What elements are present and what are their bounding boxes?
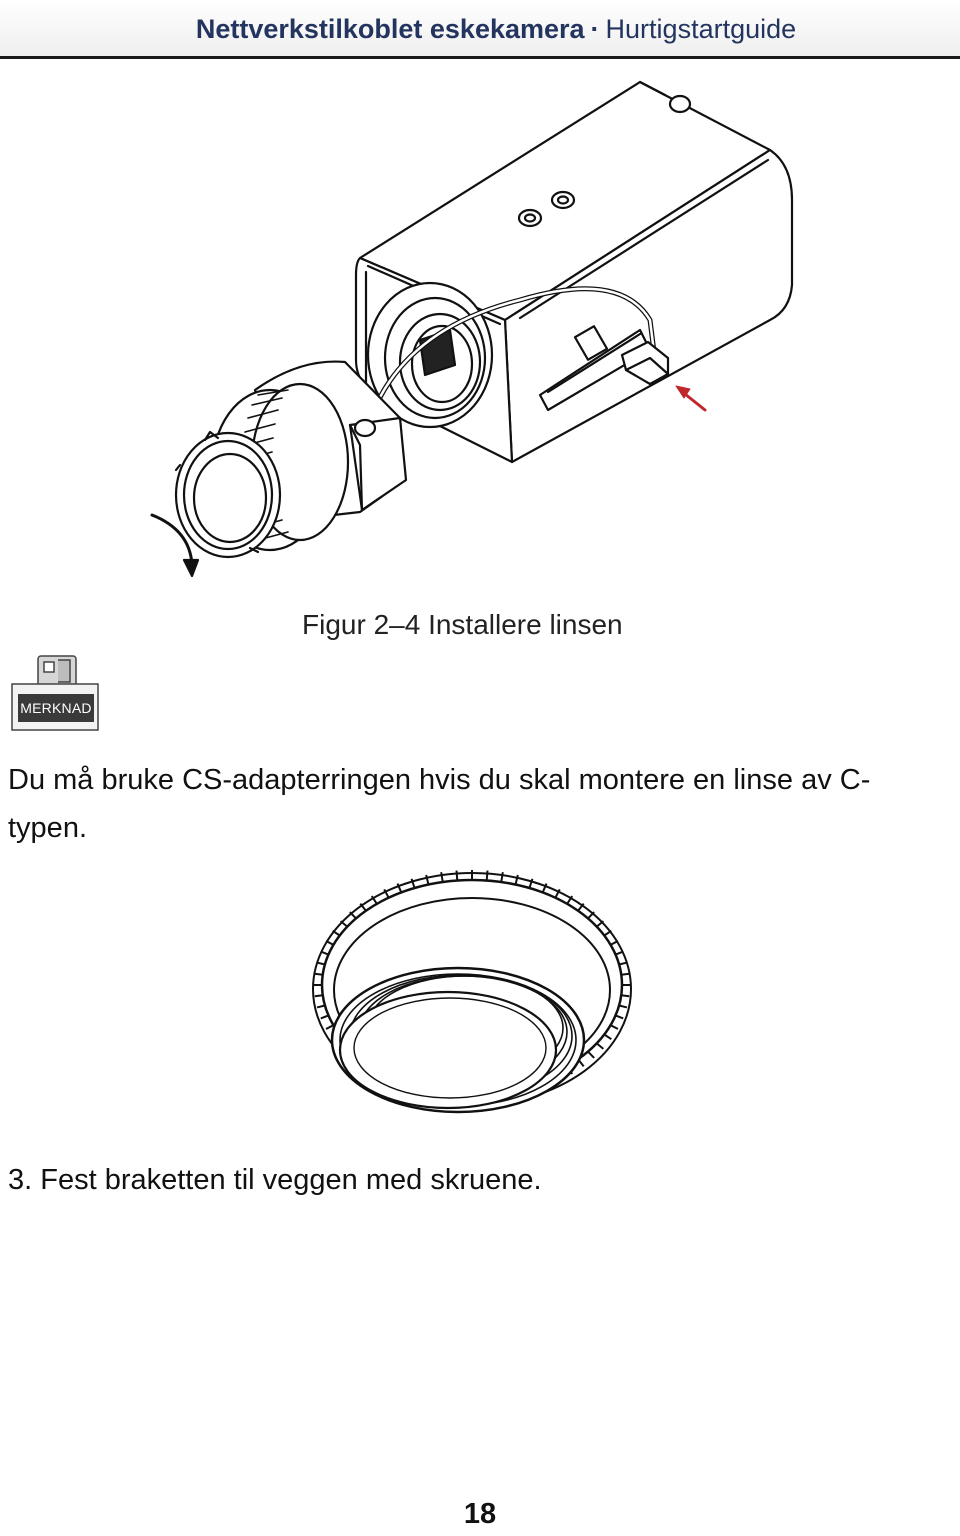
ring-tooth <box>618 961 628 966</box>
ring-tooth <box>325 1024 334 1030</box>
ring-tooth <box>485 870 489 881</box>
ring-tooth <box>603 1033 612 1041</box>
ring-tooth <box>410 878 416 889</box>
ring-tooth <box>359 903 367 912</box>
ring-tooth <box>396 883 403 893</box>
ring-tooth <box>621 994 630 998</box>
ring-tooth <box>618 1004 628 1009</box>
ring-tooth <box>440 872 444 883</box>
header-title-main: Nettverkstilkoblet eskekamera <box>195 14 585 44</box>
ring-tooth <box>577 903 585 912</box>
ring-tooth <box>383 888 390 899</box>
ring-tooth <box>554 888 561 899</box>
header-separator: · <box>590 14 600 44</box>
ring-tooth <box>596 920 605 928</box>
header-rule <box>0 56 960 59</box>
ring-tooth <box>610 940 619 946</box>
ring-tooth <box>320 950 329 956</box>
ring-tooth <box>314 972 323 976</box>
step-3-text: 3. Fest braketten til veggen med skruene… <box>8 1164 542 1196</box>
ring-tooth <box>332 929 341 937</box>
ring-tooth <box>603 929 612 937</box>
ring-tooth <box>621 972 630 976</box>
ring-tooth <box>425 874 430 885</box>
ring-tooth <box>370 895 378 905</box>
ring-tooth <box>587 1050 595 1059</box>
ring-tooth <box>325 940 334 946</box>
ring-tooth <box>500 872 504 883</box>
note-text: Du må bruke CS-adapterringen hvis du ska… <box>8 764 871 844</box>
figure-caption: Figur 2–4 Installere linsen <box>302 609 623 640</box>
ring-tooth <box>566 895 574 905</box>
ring-tooth <box>615 1014 624 1020</box>
ring-tooth <box>455 870 459 881</box>
ring-tooth <box>615 950 624 956</box>
camera-lens-illustration <box>150 80 794 578</box>
ring-tooth <box>349 911 357 920</box>
ring-tooth <box>610 1024 619 1030</box>
ring-tooth <box>339 920 348 928</box>
ring-tooth <box>514 874 519 885</box>
page-number: 18 <box>463 1498 497 1530</box>
ring-tooth <box>316 1004 326 1009</box>
header-title-sub: Hurtigstartguide <box>605 14 797 44</box>
page-header: Nettverkstilkoblet eskekamera·Hurtigstar… <box>0 0 960 59</box>
ring-tooth <box>314 994 323 998</box>
note-label: MERKNAD <box>18 694 94 722</box>
ring-tooth <box>320 1014 329 1020</box>
cs-adapter-ring-illustration <box>312 870 632 1114</box>
ring-tooth <box>587 911 595 920</box>
ring-tooth <box>316 961 326 966</box>
ring-tooth <box>528 878 534 889</box>
ring-tooth <box>596 1042 605 1050</box>
ring-tooth <box>541 883 548 893</box>
header-title: Nettverkstilkoblet eskekamera·Hurtigstar… <box>0 14 960 45</box>
